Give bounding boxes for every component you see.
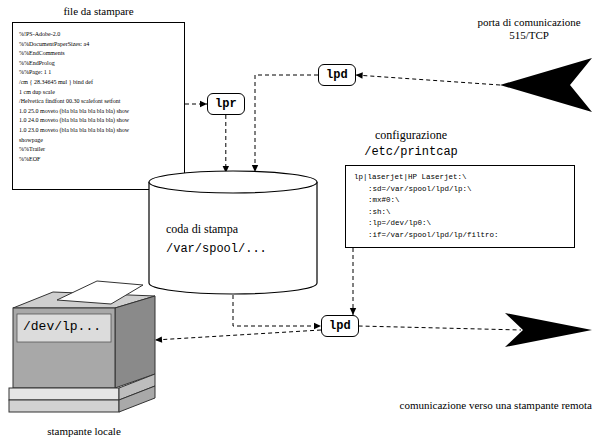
code-line: %%Page: 1 1 <box>19 68 178 78</box>
program-name: lpd <box>326 68 348 82</box>
code-line: %%EOF <box>19 155 178 165</box>
device-path: /dev/lp... <box>23 319 101 335</box>
dashed-connector <box>252 75 318 172</box>
file-path: /var/spool/... <box>166 242 267 256</box>
dashed-connector <box>359 326 521 330</box>
arrow-head <box>356 72 363 78</box>
code-line: 1.0 23.0 moveto (bla bla bla bla bla bla… <box>19 126 178 136</box>
connector-line <box>359 326 521 330</box>
code-line: showpage <box>19 136 178 146</box>
code-line: /cm { 28.34645 mul } bind def <box>19 78 178 88</box>
connector-line <box>155 330 321 340</box>
code-line: %!PS-Adobe-2.0 <box>19 30 178 40</box>
dashed-connector <box>155 330 321 343</box>
heading-label: file da stampare <box>0 5 204 17</box>
arrow-head <box>314 323 321 329</box>
queue-cylinder: coda di stampa/var/spool/... <box>148 170 318 295</box>
dashed-connector <box>223 115 229 173</box>
config-line: :if=/var/spool/lpd/lp/filtro: <box>354 230 566 242</box>
arrow-head <box>200 101 207 107</box>
connector-line <box>353 248 354 315</box>
connector-line <box>225 115 226 173</box>
document-box: file da stampare%!PS-Adobe-2.0%%Document… <box>12 22 185 190</box>
code-line: %%Trailer <box>19 145 178 155</box>
arrow-shape <box>505 313 592 347</box>
connector-line <box>233 295 321 326</box>
network-arrow: comunicazione verso una stampante remota <box>505 313 592 347</box>
dashed-connector <box>356 72 500 85</box>
config-line: lp|laserjet|HP Laserjet:\ <box>354 172 566 184</box>
caption-label: stampante locale <box>0 425 173 438</box>
program-box: lpd <box>321 315 359 337</box>
code-line: %%DocumentPaperSizes: a4 <box>19 40 178 50</box>
code-line: 1.0 24.0 moveto (bla bla bla bla bla bla… <box>19 116 178 126</box>
config-line: :sh:\ <box>354 207 566 219</box>
arrow-head <box>350 308 356 315</box>
code-line: 1 cm dup scale <box>19 88 178 98</box>
dashed-connector <box>233 295 321 329</box>
config-line: :mx#0:\ <box>354 195 566 207</box>
config-line: :sd=/var/spool/lpd/lp:\ <box>354 184 566 196</box>
remote-label: comunicazione verso una stampante remota <box>400 399 592 412</box>
port-label: porta di comunicazione 515/TCP <box>468 16 590 42</box>
code-line: %%EndProlog <box>19 59 178 69</box>
program-name: lpr <box>215 97 237 111</box>
dashed-connector <box>350 248 356 315</box>
arrow-head <box>155 336 162 342</box>
queue-label: coda di stampa <box>166 222 238 236</box>
program-box: lpd <box>318 64 356 86</box>
connector-line <box>255 75 318 172</box>
code-line: %%EndComments <box>19 49 178 59</box>
config-line: :lp=/dev/lp0:\ <box>354 218 566 230</box>
file-path: /etc/printcap <box>346 145 476 159</box>
heading-label: configurazione <box>346 128 476 142</box>
program-box: lpr <box>207 93 245 115</box>
arrow-shape <box>500 58 592 112</box>
dashed-connector <box>185 101 207 107</box>
printer-illustration: /dev/lp...stampante locale <box>5 278 163 418</box>
network-arrow: porta di comunicazione 515/TCP <box>500 58 592 112</box>
config-box: configurazione/etc/printcaplp|laserjet|H… <box>345 165 575 248</box>
program-name: lpd <box>329 319 351 333</box>
connector-line <box>356 75 500 85</box>
code-line: 1.0 25.0 moveto (bla bla bla bla bla bla… <box>19 107 178 117</box>
printer-drawing <box>5 278 163 418</box>
code-line: /Helvetica findfont 00.30 scalefont setf… <box>19 97 178 107</box>
